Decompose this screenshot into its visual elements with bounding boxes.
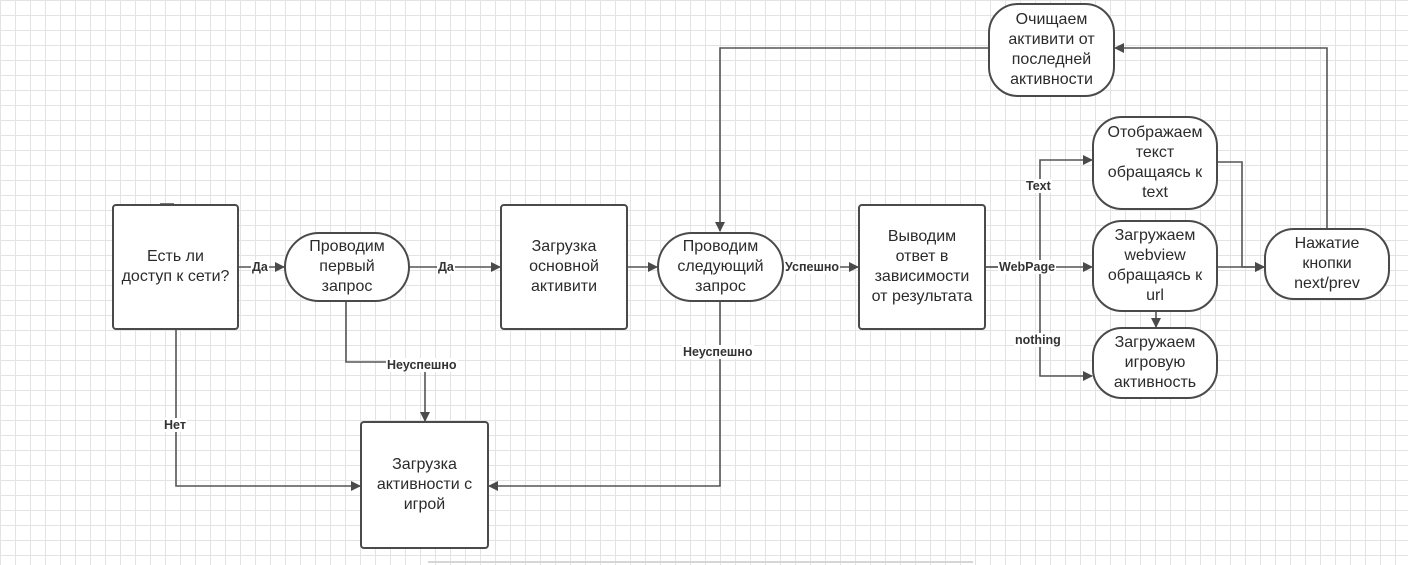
node-show-text: Отображаем текст обращаясь к text — [1092, 116, 1218, 210]
node-first-request-label: Проводим первый запрос — [309, 238, 385, 295]
edge-label-no: Нет — [163, 418, 187, 432]
edge-output-to-show-text — [985, 155, 1093, 268]
node-clear-activity: Очищаем активити от последней активности — [988, 3, 1115, 97]
bottom-divider — [428, 561, 973, 563]
node-load-webview: Загружаем webview обращаясь к url — [1092, 220, 1218, 312]
node-press-button-label: Нажатие кнопки next/prev — [1294, 235, 1360, 292]
edge-label-webpage: WebPage — [998, 260, 1057, 274]
edge-first-request-to-game-activity — [345, 302, 430, 422]
node-load-game-activity-label: Загрузка активности с игрой — [376, 456, 473, 513]
node-press-button: Нажатие кнопки next/prev — [1264, 228, 1390, 300]
node-clear-activity-label: Очищаем активити от последней активности — [1008, 11, 1095, 88]
node-network-check-label: Есть ли доступ к сети? — [121, 248, 230, 285]
node-load-game-activity: Загрузка активности с игрой — [360, 421, 489, 549]
edge-output-to-game-activity2 — [1039, 267, 1093, 381]
node-next-request: Проводим следующий запрос — [657, 232, 784, 302]
edge-label-successful: Успешно — [784, 260, 841, 274]
edge-network-to-game-activity — [175, 330, 361, 491]
edge-label-yes-2: Да — [437, 260, 455, 274]
node-first-request: Проводим первый запрос — [284, 232, 410, 302]
node-load-game-activity2: Загружаем игровую активность — [1092, 327, 1218, 399]
node-load-main-activity-label: Загрузка основной активити — [529, 238, 599, 295]
node-load-game-activity2-label: Загружаем игровую активность — [1113, 334, 1197, 391]
edge-button-to-clear — [1114, 43, 1328, 228]
edge-label-unsuccessful-2: Неуспешно — [682, 345, 754, 359]
edge-next-request-to-game-activity — [488, 302, 721, 491]
node-network-check: Есть ли доступ к сети? — [112, 204, 239, 330]
edge-label-yes-1: Да — [251, 260, 269, 274]
node-load-webview-label: Загружаем webview обращаясь к url — [1107, 227, 1203, 304]
edge-label-text: Text — [1025, 179, 1052, 193]
edge-label-unsuccessful-1: Неуспешно — [386, 358, 458, 372]
node-output-response-label: Выводим ответ в зависимости от результат… — [871, 228, 973, 305]
node-next-request-label: Проводим следующий запрос — [677, 238, 764, 295]
node-output-response: Выводим ответ в зависимости от результат… — [858, 204, 986, 330]
edge-show-text-to-button — [1218, 161, 1265, 272]
edge-clear-to-next-request — [715, 47, 988, 232]
node-load-main-activity: Загрузка основной активити — [500, 204, 628, 330]
node-show-text-label: Отображаем текст обращаясь к text — [1107, 124, 1203, 201]
edge-label-nothing: nothing — [1014, 333, 1062, 347]
